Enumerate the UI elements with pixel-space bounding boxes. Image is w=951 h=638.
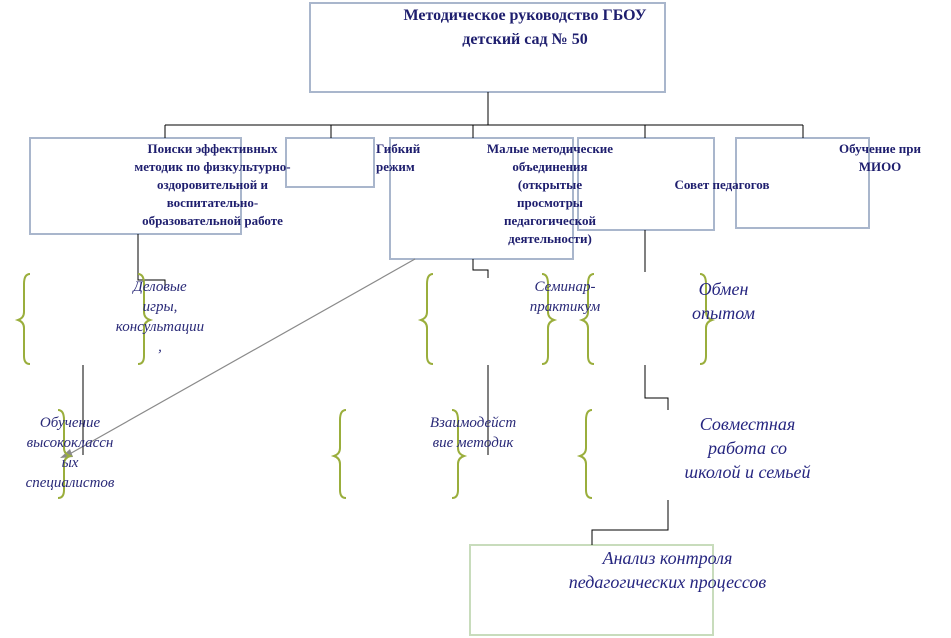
brace-seminar-left xyxy=(417,273,434,365)
brace-games-right xyxy=(137,273,154,365)
label-search: Поиски эффективных методик по физкультур… xyxy=(134,141,291,228)
label-seminar: Семинар- практикум xyxy=(529,279,601,315)
brace-games-left xyxy=(14,273,31,365)
brace-training-right xyxy=(57,409,74,499)
box-search xyxy=(29,137,242,235)
brace-interaction-right xyxy=(451,409,468,499)
connector-joint-analysis xyxy=(591,500,669,545)
brace-joint-left xyxy=(576,409,593,499)
connector-small-seminar xyxy=(472,259,489,278)
arrow-line xyxy=(65,258,416,457)
label-mioo: Обучение при МИОО xyxy=(839,141,921,174)
brace-exchange-right xyxy=(699,273,716,365)
label-exchange: Обмен опытом xyxy=(692,279,755,323)
box-council xyxy=(577,137,715,231)
label-business-games: Деловые игры, консультации , xyxy=(115,279,205,355)
label-flexible: Гибкий режим xyxy=(376,141,421,174)
label-analysis: Анализ контроля педагогических процессов xyxy=(568,548,767,592)
diagram-title: Методическое руководство ГБОУ детский са… xyxy=(403,7,647,48)
label-joint-work: Совместная работа со школой и семьей xyxy=(684,414,811,482)
connector-exchange-joint xyxy=(644,365,669,410)
label-training: Обучение высококлассн ых специалистов xyxy=(25,415,115,491)
label-interaction: Взаимодейст вие методик xyxy=(429,415,517,451)
label-small-groups: Малые методические объединения (открытые… xyxy=(486,141,614,246)
brace-seminar-right xyxy=(541,273,558,365)
label-council: Совет педагогов xyxy=(674,177,770,192)
connector-search-games xyxy=(137,234,166,290)
brace-interaction-left xyxy=(330,409,347,499)
brace-exchange-left xyxy=(578,273,595,365)
box-flexible xyxy=(285,137,375,188)
box-small-groups xyxy=(389,137,574,260)
